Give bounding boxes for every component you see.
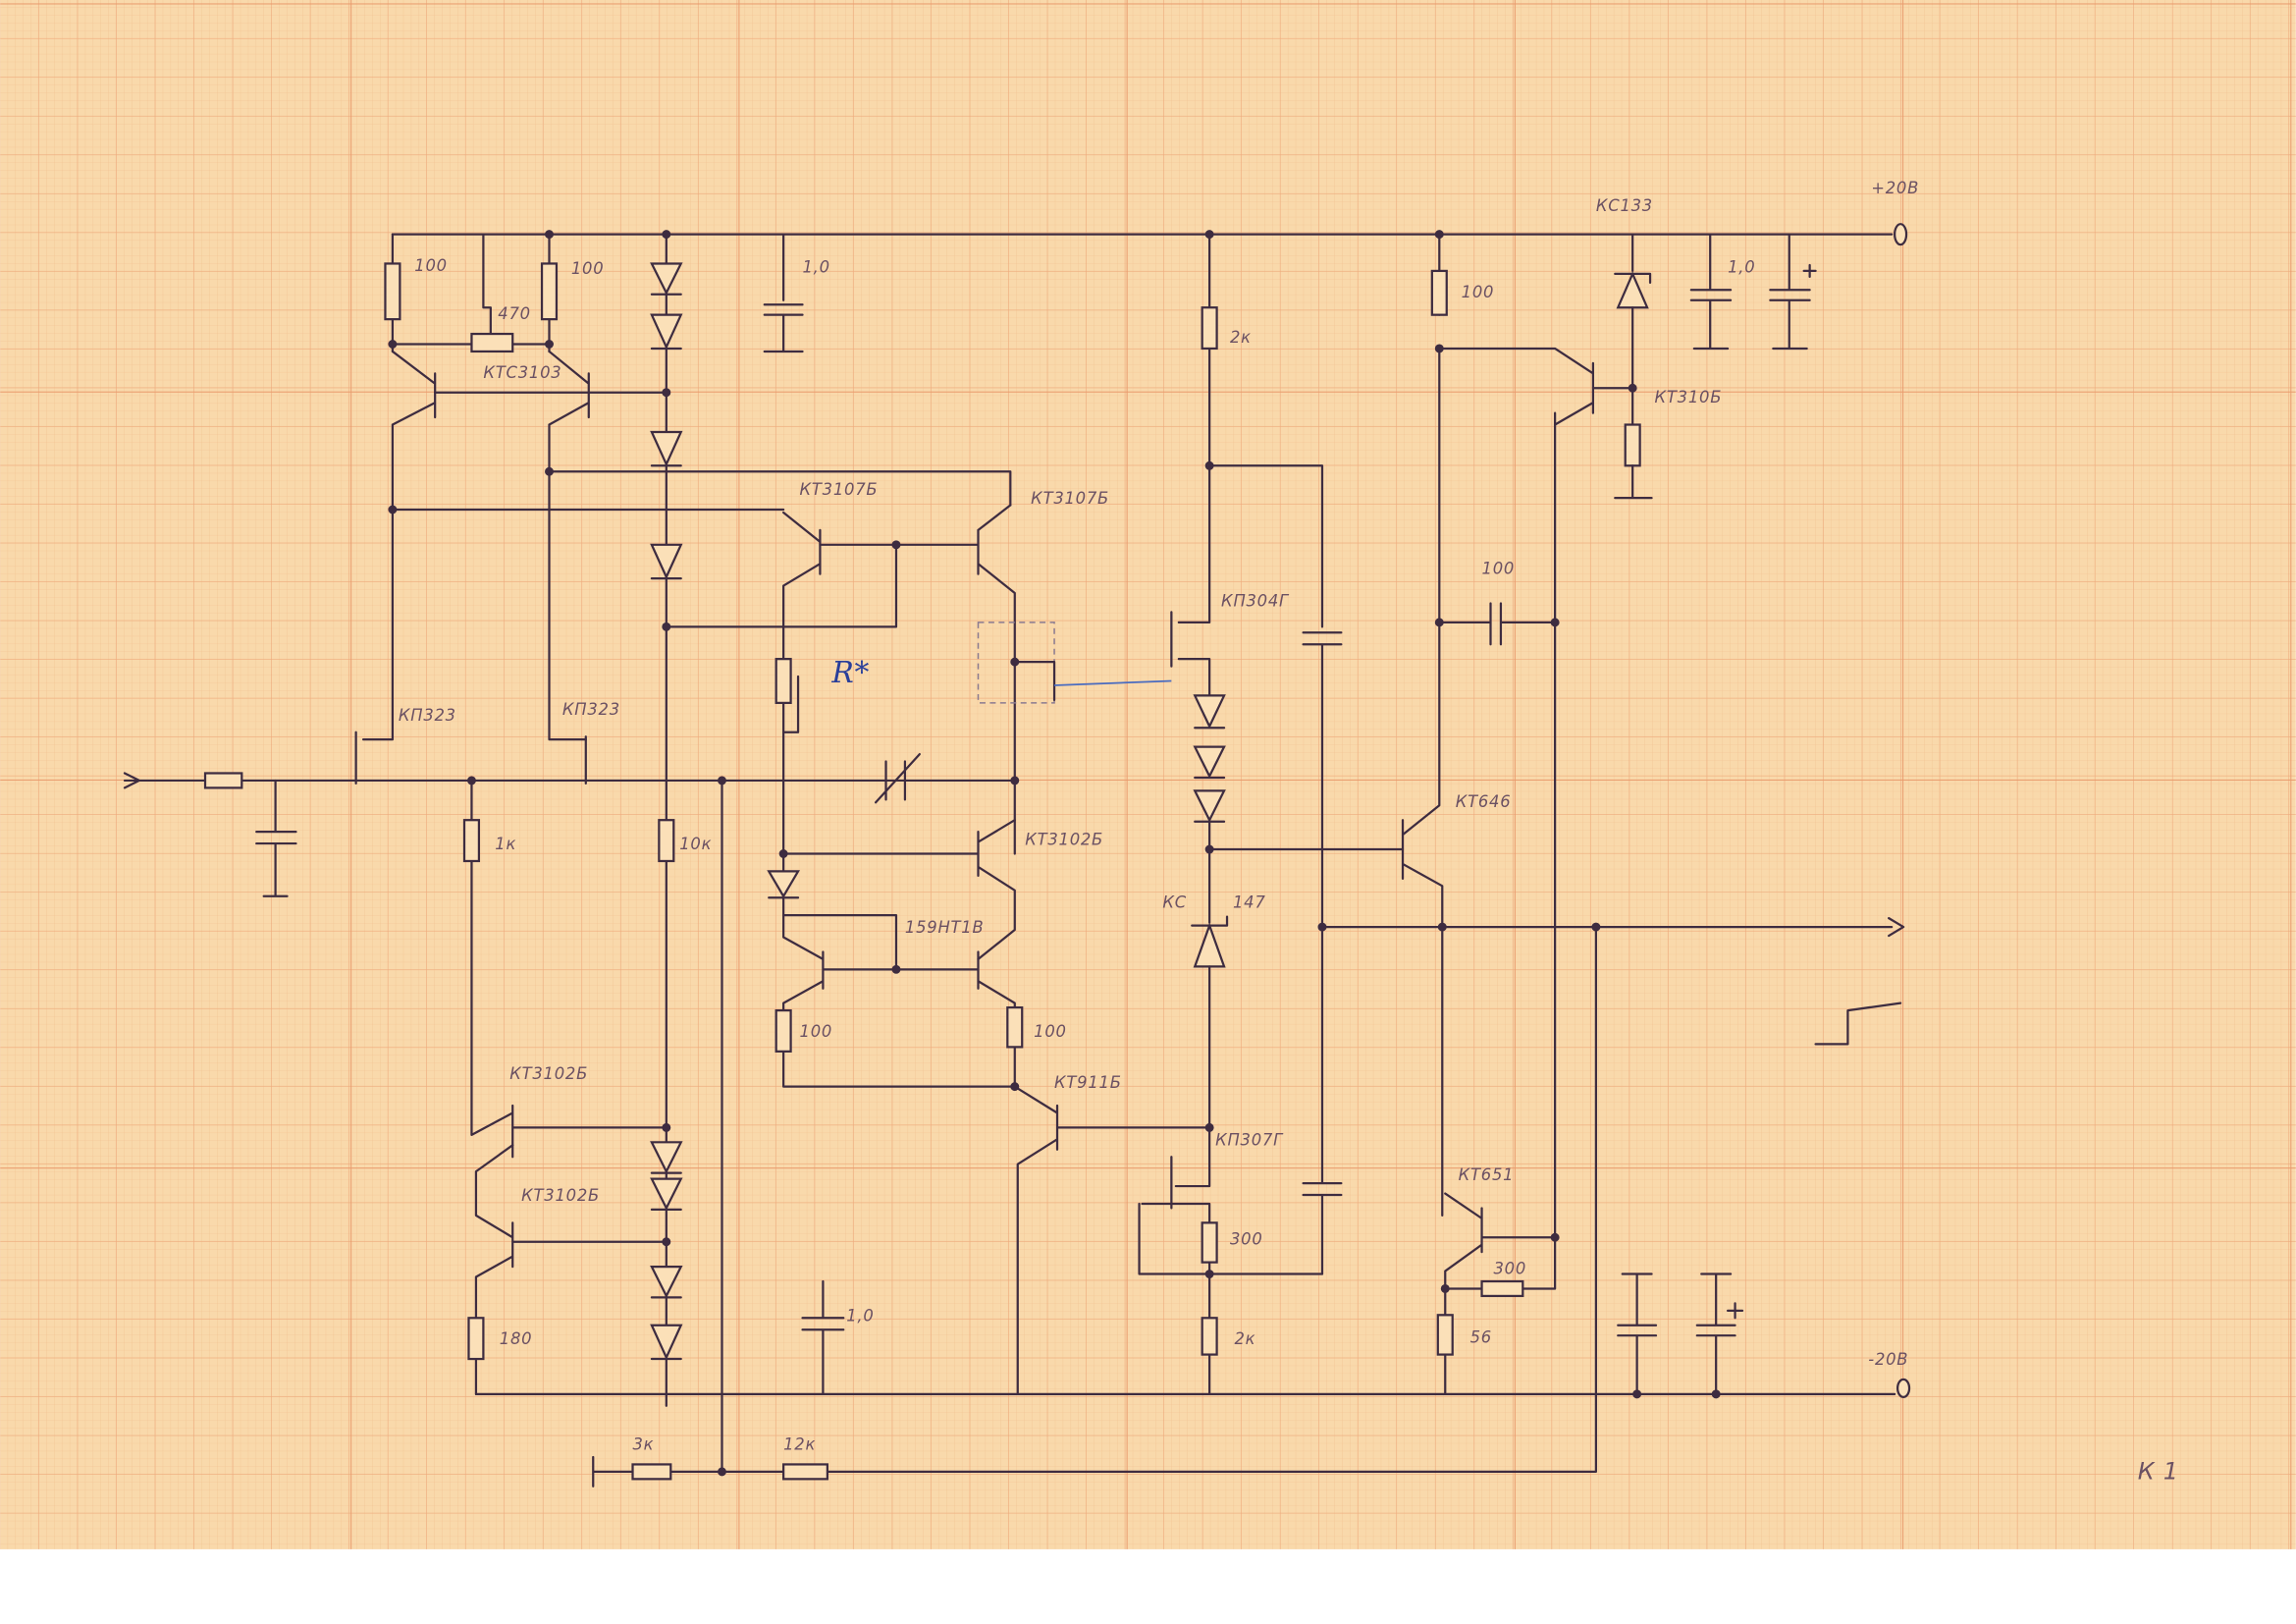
- label-159nt1v: 159НТ1В: [905, 918, 985, 937]
- sheet-mark: К 1: [2138, 1457, 2179, 1485]
- label-r-56: 56: [1470, 1328, 1492, 1347]
- label-r-300: 300: [1493, 1260, 1526, 1278]
- input-resistor: [203, 772, 243, 789]
- bias-chain: [1138, 230, 1405, 1395]
- label-kp307: КП307Г: [1215, 1130, 1284, 1149]
- label-r-2k: 2к: [1234, 1329, 1255, 1348]
- label-kt3102-center: КТ3102Б: [1025, 831, 1103, 849]
- label-zener-kc: КС: [1162, 893, 1187, 912]
- label-r-100: 100: [414, 256, 448, 275]
- label-kt911: КТ911Б: [1054, 1073, 1122, 1092]
- input-stage: [123, 772, 1019, 897]
- label-kt3107-left: КТ3107Б: [800, 480, 879, 499]
- negative-terminal: [1896, 1378, 1911, 1398]
- label-kt646: КТ646: [1456, 792, 1512, 811]
- label-negative-supply: -20В: [1868, 1350, 1908, 1369]
- label-r-100: 100: [571, 259, 605, 278]
- label-r-180: 180: [500, 1329, 533, 1348]
- label-r-10k: 10к: [679, 835, 712, 853]
- label-r-100: 100: [1462, 283, 1495, 301]
- pot-470: [470, 332, 514, 353]
- kt3102-center: [767, 819, 1024, 1092]
- label-kt651: КТ651: [1459, 1165, 1515, 1184]
- label-kp323-right: КП323: [562, 700, 620, 719]
- label-kt3107-right: КТ3107Б: [1031, 489, 1109, 508]
- label-pot-470: 470: [498, 304, 531, 323]
- label-kt310: КТ310Б: [1655, 388, 1723, 406]
- trimmer-capacitor: [874, 752, 921, 804]
- output-stage: [592, 233, 1905, 1488]
- kt3102-pair-left: [462, 776, 845, 1474]
- label-capacitor: 1,0: [846, 1306, 874, 1325]
- kt3107-pair: [774, 504, 1172, 855]
- input-capacitor: [255, 779, 297, 897]
- label-kt3102-bottom-left-1: КТ3102Б: [509, 1064, 588, 1083]
- label-r-12k: 12к: [783, 1435, 816, 1454]
- label-capacitor-100: 100: [1482, 560, 1516, 578]
- capacitor-1-0-top: [763, 233, 804, 353]
- capacitor-1-0-bottom: [801, 1279, 845, 1395]
- label-r-3k: 3к: [633, 1435, 655, 1454]
- label-r-300: 300: [1230, 1230, 1263, 1249]
- label-kc133: КС133: [1596, 196, 1653, 215]
- label-r-star: R*: [830, 656, 870, 690]
- label-zener-147: 147: [1233, 893, 1266, 912]
- label-capacitor: 1,0: [803, 257, 830, 276]
- component-labels: 100 100 470 КТС3103 1,0 КТ3107Б КТ3107Б …: [399, 179, 2179, 1485]
- label-r-1k: 1к: [495, 835, 516, 853]
- kt911-stage: [1013, 1085, 1211, 1395]
- label-r-2k: 2к: [1230, 328, 1252, 347]
- label-capacitor: 1,0: [1728, 257, 1755, 276]
- label-r-100: 100: [800, 1022, 833, 1041]
- resistor-r-star: [774, 658, 792, 705]
- label-r-100: 100: [1034, 1022, 1067, 1041]
- positive-terminal: [1894, 223, 1908, 246]
- diode-string-top: [650, 230, 901, 1407]
- label-kt3102-bottom-left-2: КТ3102Б: [521, 1186, 600, 1205]
- positive-rail: [391, 223, 1908, 246]
- label-ktc3103: КТС3103: [483, 363, 561, 382]
- label-positive-supply: +20В: [1871, 179, 1919, 197]
- negative-rail: [474, 1378, 1911, 1398]
- label-kp304: КП304Г: [1221, 591, 1290, 610]
- ktc3103-stage: [354, 230, 1012, 785]
- label-kp323-left: КП323: [399, 706, 456, 725]
- kt310-regulator: [1434, 230, 1817, 1399]
